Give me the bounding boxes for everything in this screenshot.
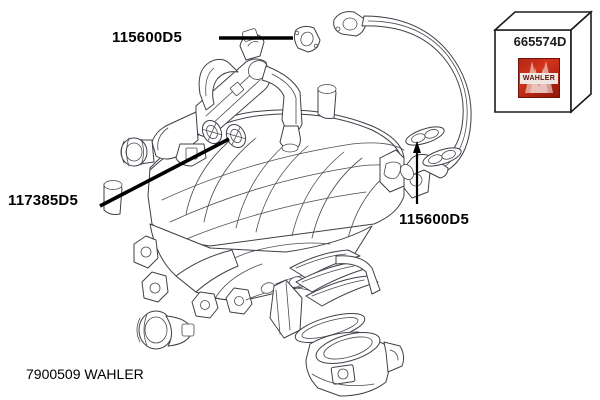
diagram-caption: 7900509 WAHLER — [26, 366, 144, 382]
manifold-boss-right — [317, 84, 337, 119]
wahler-logo-band: WAHLER — [520, 73, 558, 84]
flange-gasket-lower — [405, 126, 462, 167]
callout-label-top: 115600D5 — [112, 29, 183, 46]
bellows-boot — [120, 137, 148, 167]
ring-gasket-pair — [201, 119, 247, 149]
wahler-logo-text: WAHLER — [522, 75, 556, 82]
flange-gasket-upper — [293, 25, 321, 53]
vacuum-actuator-lower — [136, 310, 195, 350]
callout-label-right: 115600D5 — [399, 211, 470, 228]
manifold-gasket-set — [269, 249, 381, 339]
leader-line-left — [99, 137, 230, 208]
product-box-code: 665574D — [513, 34, 567, 49]
egr-tube — [333, 11, 472, 180]
callout-leaders — [99, 36, 421, 208]
intake-manifold — [103, 84, 431, 350]
leader-arrowhead-right — [413, 141, 421, 153]
egr-cooler-pipe — [120, 28, 303, 167]
throttle-body — [294, 312, 405, 397]
product-box: 665574D WAHLER — [492, 8, 594, 116]
callout-label-left: 117385D5 — [8, 192, 79, 209]
wahler-logo: WAHLER — [518, 58, 560, 98]
